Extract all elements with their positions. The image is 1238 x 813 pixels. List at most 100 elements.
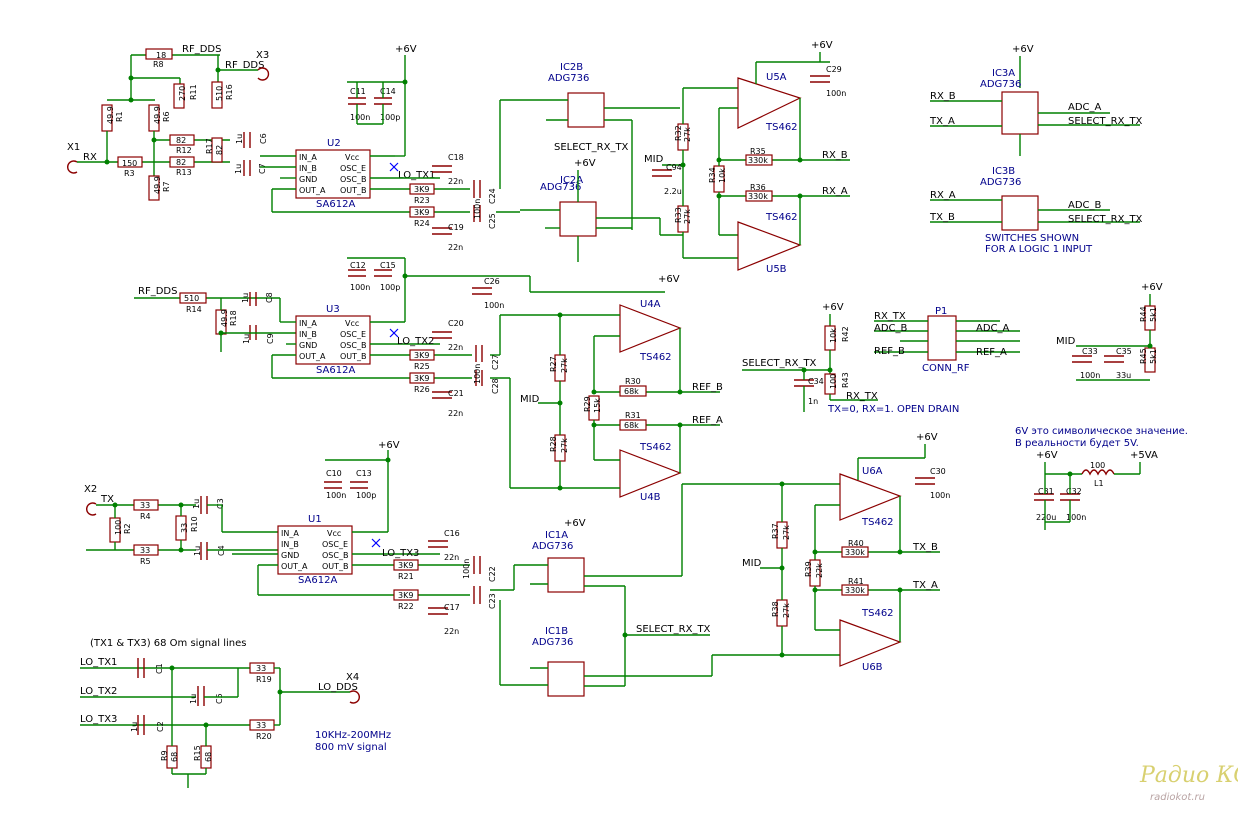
svg-text:X4: X4 [346, 672, 359, 683]
svg-text:radiokot.ru: radiokot.ru [1150, 792, 1205, 803]
svg-text:IN_B: IN_B [281, 540, 299, 549]
svg-text:C22: C22 [488, 566, 497, 582]
svg-text:ADG736: ADG736 [980, 177, 1021, 188]
switch-ic1: IC1A ADG736 +6V SELECT_RX_TX IC1B ADG736 [490, 483, 840, 697]
svg-text:R40: R40 [848, 539, 864, 548]
mid-divider: +6V 5k1 R44 MID 5k1 R45 C33 100n C35 33u [1056, 282, 1163, 381]
svg-text:OSC_B: OSC_B [340, 175, 366, 184]
svg-text:100: 100 [114, 520, 123, 535]
svg-text:68k: 68k [624, 421, 639, 430]
svg-text:R15: R15 [193, 745, 202, 761]
svg-text:R26: R26 [414, 385, 430, 394]
svg-text:X3: X3 [256, 50, 269, 61]
svg-text:C29: C29 [826, 65, 842, 74]
svg-text:82: 82 [176, 158, 186, 167]
svg-text:+5VA: +5VA [1130, 450, 1158, 461]
svg-text:U5B: U5B [766, 264, 787, 275]
svg-text:IN_B: IN_B [299, 330, 317, 339]
svg-text:MID: MID [742, 558, 762, 569]
svg-text:Vcc: Vcc [327, 529, 341, 538]
svg-text:18: 18 [156, 51, 166, 60]
svg-text:27k: 27k [683, 209, 692, 224]
svg-text:+6V: +6V [1141, 282, 1163, 293]
svg-text:IC3A: IC3A [992, 68, 1015, 79]
u3-decoupling: +6V C12 100n C15 100p C26 100n [347, 257, 680, 322]
svg-text:R1: R1 [115, 111, 124, 122]
svg-text:REF_A: REF_A [976, 347, 1007, 358]
svg-text:C19: C19 [448, 223, 464, 232]
svg-text:ADC_B: ADC_B [874, 323, 908, 334]
svg-text:C23: C23 [488, 593, 497, 609]
svg-text:MID: MID [1056, 336, 1076, 347]
svg-text:RX_A: RX_A [930, 190, 956, 201]
svg-text:RX_TX: RX_TX [874, 311, 906, 322]
svg-text:510: 510 [215, 86, 224, 101]
svg-text:RF_DDS: RF_DDS [225, 60, 264, 71]
svg-text:22n: 22n [444, 553, 459, 562]
svg-text:TX_A: TX_A [929, 116, 955, 127]
svg-text:C2: C2 [156, 721, 165, 732]
select-driver: +6V 10k R42 SELECT_RX_TX 100 R43 RX_TX C… [742, 302, 959, 415]
svg-text:CONN_RF: CONN_RF [922, 363, 970, 374]
svg-text:OSC_E: OSC_E [322, 540, 348, 549]
svg-text:OSC_E: OSC_E [340, 330, 366, 339]
svg-text:33u: 33u [1116, 371, 1131, 380]
svg-text:LO_TX1: LO_TX1 [398, 170, 435, 181]
svg-text:R13: R13 [176, 168, 192, 177]
svg-text:R37: R37 [771, 523, 780, 539]
svg-text:SELECT_RX_TX: SELECT_RX_TX [636, 624, 711, 635]
svg-text:100n: 100n [1080, 371, 1100, 380]
svg-text:U5A: U5A [766, 72, 787, 83]
svg-text:ADC_B: ADC_B [1068, 200, 1102, 211]
svg-text:82: 82 [176, 136, 186, 145]
svg-text:22k: 22k [815, 563, 824, 578]
svg-text:100n: 100n [1066, 513, 1086, 522]
svg-text:100p: 100p [356, 491, 376, 500]
svg-text:Vcc: Vcc [345, 319, 359, 328]
svg-text:LO_TX3: LO_TX3 [80, 714, 117, 725]
svg-text:Радио КОТ: Радио КОТ [1139, 763, 1238, 788]
svg-text:MID: MID [644, 154, 664, 165]
watermark: Радио КОТ radiokot.ru [1139, 763, 1238, 803]
svg-text:LO_TX2: LO_TX2 [80, 686, 117, 697]
svg-text:RF_DDS: RF_DDS [138, 286, 177, 297]
svg-text:U6B: U6B [862, 662, 883, 673]
svg-text:C26: C26 [484, 277, 500, 286]
svg-text:SA612A: SA612A [298, 575, 337, 586]
svg-text:3K9: 3K9 [398, 561, 413, 570]
switch-ic2: IC2B ADG736 SELECT_RX_TX IC2A ADG736 +6V [496, 62, 680, 262]
svg-text:100n: 100n [462, 559, 471, 579]
svg-text:100: 100 [829, 374, 838, 389]
svg-text:RX_B: RX_B [822, 150, 848, 161]
svg-text:49.9: 49.9 [106, 106, 115, 124]
svg-text:SELECT_RX_TX: SELECT_RX_TX [742, 358, 817, 369]
svg-text:ADG736: ADG736 [548, 73, 589, 84]
svg-text:+6V: +6V [1012, 44, 1034, 55]
svg-text:R27: R27 [549, 356, 558, 372]
svg-text:10KHz-200MHz: 10KHz-200MHz [315, 730, 391, 741]
svg-text:C9: C9 [266, 333, 275, 344]
svg-text:R30: R30 [625, 377, 641, 386]
svg-text:R3: R3 [124, 169, 135, 178]
svg-text:C3: C3 [216, 498, 225, 509]
svg-text:TS462: TS462 [639, 352, 672, 363]
svg-text:R18: R18 [229, 310, 238, 326]
svg-text:GND: GND [299, 341, 317, 350]
svg-text:100n: 100n [350, 283, 370, 292]
svg-text:22n: 22n [448, 343, 463, 352]
svg-text:49.9: 49.9 [220, 309, 229, 327]
svg-text:LO_DDS: LO_DDS [318, 682, 358, 693]
svg-text:22n: 22n [448, 409, 463, 418]
svg-text:P1: P1 [935, 306, 947, 317]
svg-text:27k: 27k [560, 438, 569, 453]
svg-text:OUT_A: OUT_A [299, 186, 326, 195]
svg-text:R35: R35 [750, 147, 766, 156]
svg-text:IC1B: IC1B [545, 626, 568, 637]
svg-text:IN_B: IN_B [299, 164, 317, 173]
svg-text:100n: 100n [350, 113, 370, 122]
svg-text:C30: C30 [930, 467, 946, 476]
svg-text:33: 33 [256, 721, 266, 730]
svg-text:1u: 1u [130, 722, 139, 732]
svg-text:+6V: +6V [574, 158, 596, 169]
